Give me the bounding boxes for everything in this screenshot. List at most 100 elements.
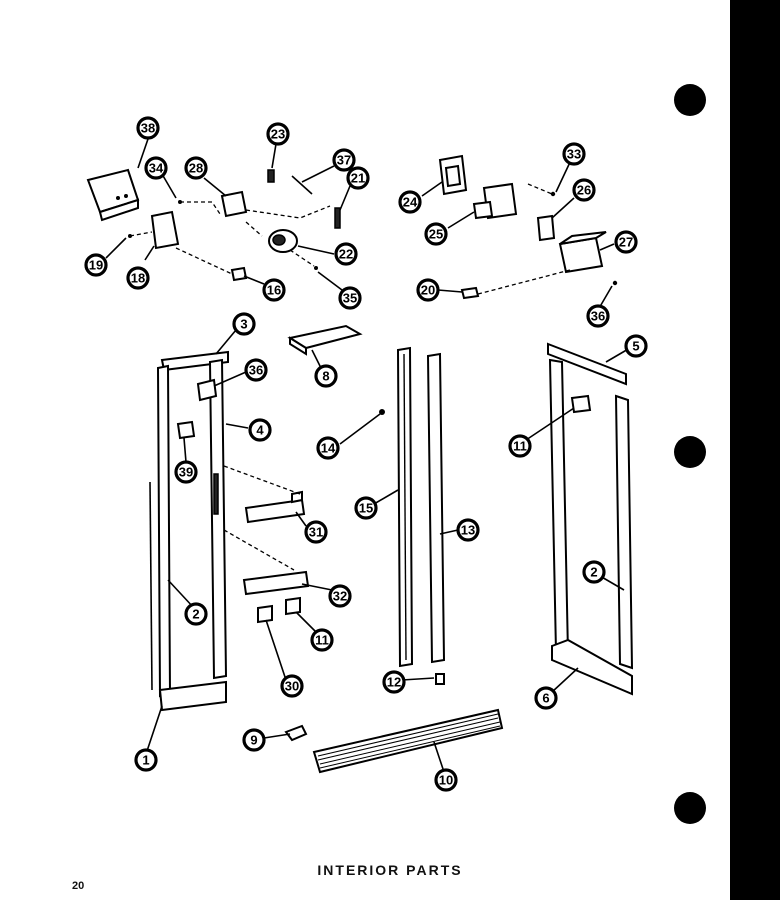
- page-number: 20: [72, 880, 85, 892]
- callout-24: 24: [398, 190, 422, 214]
- svg-text:39: 39: [179, 465, 193, 480]
- callout-34: 34: [144, 156, 168, 180]
- part-hinge-36: [196, 378, 218, 402]
- callout-12: 12: [382, 670, 406, 694]
- svg-text:12: 12: [387, 675, 401, 690]
- svg-text:14: 14: [321, 441, 336, 456]
- callout-25: 25: [424, 222, 448, 246]
- part-hinge-11-left: [285, 596, 301, 616]
- svg-text:38: 38: [141, 121, 155, 136]
- svg-text:8: 8: [322, 369, 329, 384]
- callout-38: 38: [136, 116, 160, 140]
- part-frame-right-rail-1: [548, 358, 570, 656]
- part-control-panel: [86, 168, 140, 222]
- callout-18: 18: [126, 266, 150, 290]
- callout-22: 22: [334, 242, 358, 266]
- svg-text:35: 35: [343, 291, 357, 306]
- callout-4: 4: [248, 418, 272, 442]
- svg-text:18: 18: [131, 271, 145, 286]
- part-bottom-frame-left: [158, 680, 227, 712]
- svg-text:23: 23: [271, 127, 285, 142]
- callout-27: 27: [614, 230, 638, 254]
- part-bottom-frame-right: [551, 638, 633, 696]
- svg-text:15: 15: [359, 501, 373, 516]
- binder-hole: [674, 436, 706, 468]
- callout-15: 15: [354, 496, 378, 520]
- svg-text:2: 2: [192, 607, 199, 622]
- svg-text:9: 9: [250, 733, 257, 748]
- callout-28: 28: [184, 156, 208, 180]
- callout-2-right: 2: [582, 560, 606, 584]
- callout-14: 14: [316, 436, 340, 460]
- part-hinge-11-right: [570, 394, 592, 414]
- svg-text:10: 10: [439, 773, 453, 788]
- svg-text:24: 24: [403, 195, 418, 210]
- svg-text:32: 32: [333, 589, 347, 604]
- svg-text:3: 3: [240, 317, 247, 332]
- callout-37: 37: [332, 148, 356, 172]
- callout-32: 32: [328, 584, 352, 608]
- svg-text:21: 21: [351, 171, 365, 186]
- part-bulb-cover: [438, 154, 468, 196]
- part-clip-right: [460, 286, 480, 300]
- svg-text:22: 22: [339, 247, 353, 262]
- part-frame-left-rail-1: [156, 364, 172, 698]
- callout-36-left: 36: [244, 358, 268, 382]
- callout-3: 3: [232, 312, 256, 336]
- callout-8: 8: [314, 364, 338, 388]
- callout-16: 16: [262, 278, 286, 302]
- callout-30: 30: [280, 674, 304, 698]
- part-frame-right-rail-2: [614, 394, 634, 670]
- svg-text:31: 31: [309, 525, 323, 540]
- svg-text:5: 5: [632, 339, 639, 354]
- part-thermostat-bracket: [220, 190, 248, 218]
- callout-21: 21: [346, 166, 370, 190]
- part-light-housing: [150, 210, 180, 250]
- svg-text:28: 28: [189, 161, 203, 176]
- binder-hole: [674, 84, 706, 116]
- callout-2-left: 2: [184, 602, 208, 626]
- svg-text:2: 2: [590, 565, 597, 580]
- callout-31: 31: [304, 520, 328, 544]
- leader-lines: [105, 138, 631, 773]
- svg-text:30: 30: [285, 679, 299, 694]
- callout-36-right: 36: [586, 304, 610, 328]
- callout-9: 9: [242, 728, 266, 752]
- callout-10: 10: [434, 768, 458, 792]
- callout-26: 26: [572, 178, 596, 202]
- callout-11-left: 11: [310, 628, 334, 652]
- callout-35: 35: [338, 286, 362, 310]
- page-edge-band: [730, 0, 780, 900]
- svg-text:36: 36: [591, 309, 605, 324]
- part-shelf-8: [287, 324, 363, 356]
- diagram-caption: INTERIOR PARTS: [317, 862, 463, 878]
- svg-text:27: 27: [619, 235, 633, 250]
- part-grille-10: [312, 708, 504, 774]
- part-screws: [128, 169, 341, 270]
- part-top-frame-right: [547, 342, 627, 386]
- callout-13: 13: [456, 518, 480, 542]
- callout-19: 19: [84, 253, 108, 277]
- svg-text:36: 36: [249, 363, 263, 378]
- svg-text:6: 6: [542, 691, 549, 706]
- part-knob: [268, 229, 298, 253]
- part-bracket-31: [244, 490, 306, 524]
- svg-text:13: 13: [461, 523, 475, 538]
- svg-text:11: 11: [513, 439, 527, 454]
- callout-33: 33: [562, 142, 586, 166]
- part-small-clip: [230, 266, 248, 282]
- svg-text:11: 11: [315, 633, 329, 648]
- callout-1: 1: [134, 748, 158, 772]
- svg-text:37: 37: [337, 153, 351, 168]
- callout-11-right: 11: [508, 434, 532, 458]
- callout-23: 23: [266, 122, 290, 146]
- svg-text:33: 33: [567, 147, 581, 162]
- part-clip-9: [284, 724, 308, 742]
- svg-text:20: 20: [421, 283, 435, 298]
- part-trim-13: [426, 352, 446, 664]
- svg-text:16: 16: [267, 283, 281, 298]
- callout-39: 39: [174, 460, 198, 484]
- part-frame-left-rail-2: [208, 358, 228, 680]
- binder-hole: [674, 792, 706, 824]
